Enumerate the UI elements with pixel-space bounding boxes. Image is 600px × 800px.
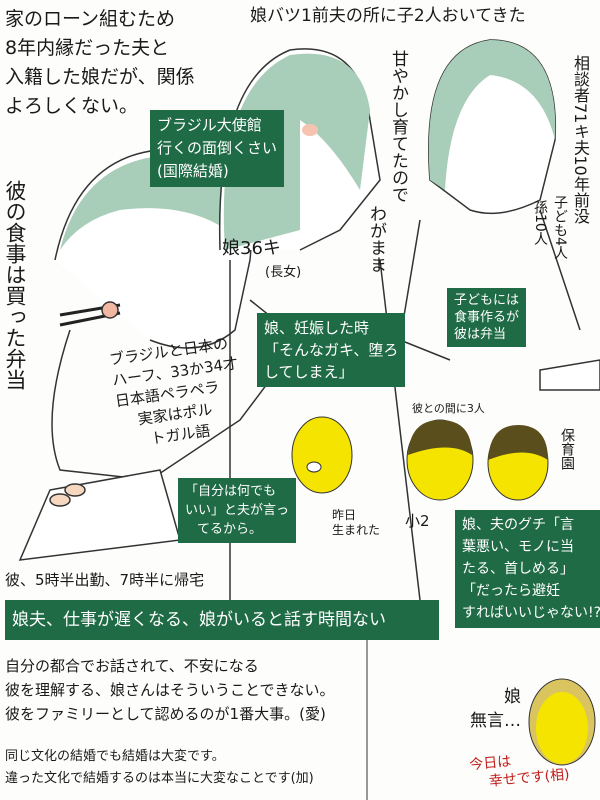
banner-box: 娘夫、仕事が遅くなる、娘がいると話す時間ない [5, 600, 439, 640]
complaint-box: 娘、夫のグチ「言 葉悪い、モノに当 たる、首しめる」 「だったら避妊 すればいい… [455, 510, 600, 628]
box-line: 子どもには [454, 293, 520, 308]
kids-label: 彼との間に3人 [412, 402, 485, 415]
advice-line: 違った文化で結婚するのは本当に大変なことです(加) [5, 771, 314, 786]
daughter-age: 娘36キ [222, 238, 281, 259]
box-line: 「自分は何でも [185, 484, 277, 499]
banner-text: 娘夫、仕事が遅くなる、娘がいると話す時間ない [12, 610, 386, 630]
child1-face [406, 419, 474, 501]
consultant-note: 相談者71キ夫10年前没 [571, 55, 590, 224]
husband-figure [18, 148, 302, 561]
box-line: 娘、夫のグチ「言 [462, 517, 574, 533]
meal-box: 子どもには 食事作るが 彼は弁当 [447, 288, 527, 347]
embassy-box: ブラジル大使館 行くの面倒くさい (国際結婚) [150, 110, 285, 187]
daughter-rank: (長女) [265, 265, 302, 280]
box-line: (国際結婚) [157, 162, 229, 180]
child2-face [487, 425, 549, 501]
box-line: 「だったら避妊 [462, 583, 560, 599]
child2-label: 保育園 [559, 428, 575, 470]
box-line: すればいいじゃない!?」 [462, 605, 600, 621]
selfish-note: わがまま [366, 205, 386, 273]
top-left-note: 家のローン組むため 8年内縁だった夫と 入籍した娘だが、関係 よろしくない。 [5, 5, 195, 121]
anything-box: 「自分は何でも いい」と夫が言っ てるから。 [178, 478, 297, 543]
spoiled-note: 甘やかし育てたので [388, 50, 408, 203]
daughter-figure [218, 48, 421, 601]
silent-line: 無言… [470, 711, 521, 731]
label-line: 生まれた [332, 523, 381, 537]
husband-profile: ブラジルと日本の ハーフ、33か34才 日本語ペラペラ 実家はポル トガル語 [108, 332, 248, 454]
schedule-note: 彼、5時半出勤、7時半に帰宅 [5, 571, 205, 589]
box-line: 「そんなガキ、堕ろ [264, 341, 399, 359]
box-line: 食事作るが [454, 310, 520, 325]
baby-face [291, 416, 353, 494]
box-line: いい」と夫が言っ [185, 503, 290, 518]
pregnant-box: 娘、妊娠した時 「そんなガキ、堕ろ してしまえ」 [257, 313, 406, 387]
box-line: 娘、妊娠した時 [264, 319, 370, 337]
consultant-figure [399, 39, 600, 391]
advice-line: 同じ文化の結婚でも結婚は大変です。 [5, 749, 225, 764]
advice-line: 彼を理解する、娘さんはそういうことできない。 [5, 681, 335, 699]
child1-label: 小2 [405, 512, 430, 530]
children-note: 子ども4人 [552, 195, 568, 260]
advice-block-1: 自分の都合でお話されて、不安になる 彼を理解する、娘さんはそういうことできない。… [5, 654, 335, 726]
box-line: てるから。 [197, 522, 263, 537]
silent-line: 娘 [504, 687, 521, 707]
husband-meal-note: 彼の食事は買った弁当 [3, 180, 27, 390]
box-line: 葉悪い、モノに当 [462, 539, 574, 555]
daughter-silent-face [528, 678, 596, 766]
box-line: 行くの面倒くさい [157, 139, 278, 157]
box-line: してしまえ」 [264, 363, 354, 381]
advice-block-2: 同じ文化の結婚でも結婚は大変です。 違った文化で結婚するのは本当に大変なことです… [5, 746, 314, 790]
box-line: 彼は弁当 [454, 327, 507, 342]
box-line: ブラジル大使館 [157, 116, 262, 134]
top-note: 娘バツ1前夫の所に子2人おいてきた [250, 6, 526, 26]
label-line: 昨日 [332, 508, 357, 522]
note-line: よろしくない。 [5, 95, 139, 117]
grandchildren-note: 孫10人 [532, 200, 548, 246]
baby-label: 昨日 生まれた [332, 508, 380, 538]
note-line: 家のローン組むため [5, 8, 176, 30]
note-line: 8年内縁だった夫と [5, 37, 170, 59]
note-line: 入籍した娘だが、関係 [5, 66, 195, 88]
silent-note: 娘 無言… [470, 685, 521, 733]
advice-line: 彼をファミリーとして認めるのが1番大事。(愛) [5, 705, 326, 723]
advice-line: 自分の都合でお話されて、不安になる [5, 657, 259, 675]
box-line: たる、首しめる」 [462, 561, 574, 577]
